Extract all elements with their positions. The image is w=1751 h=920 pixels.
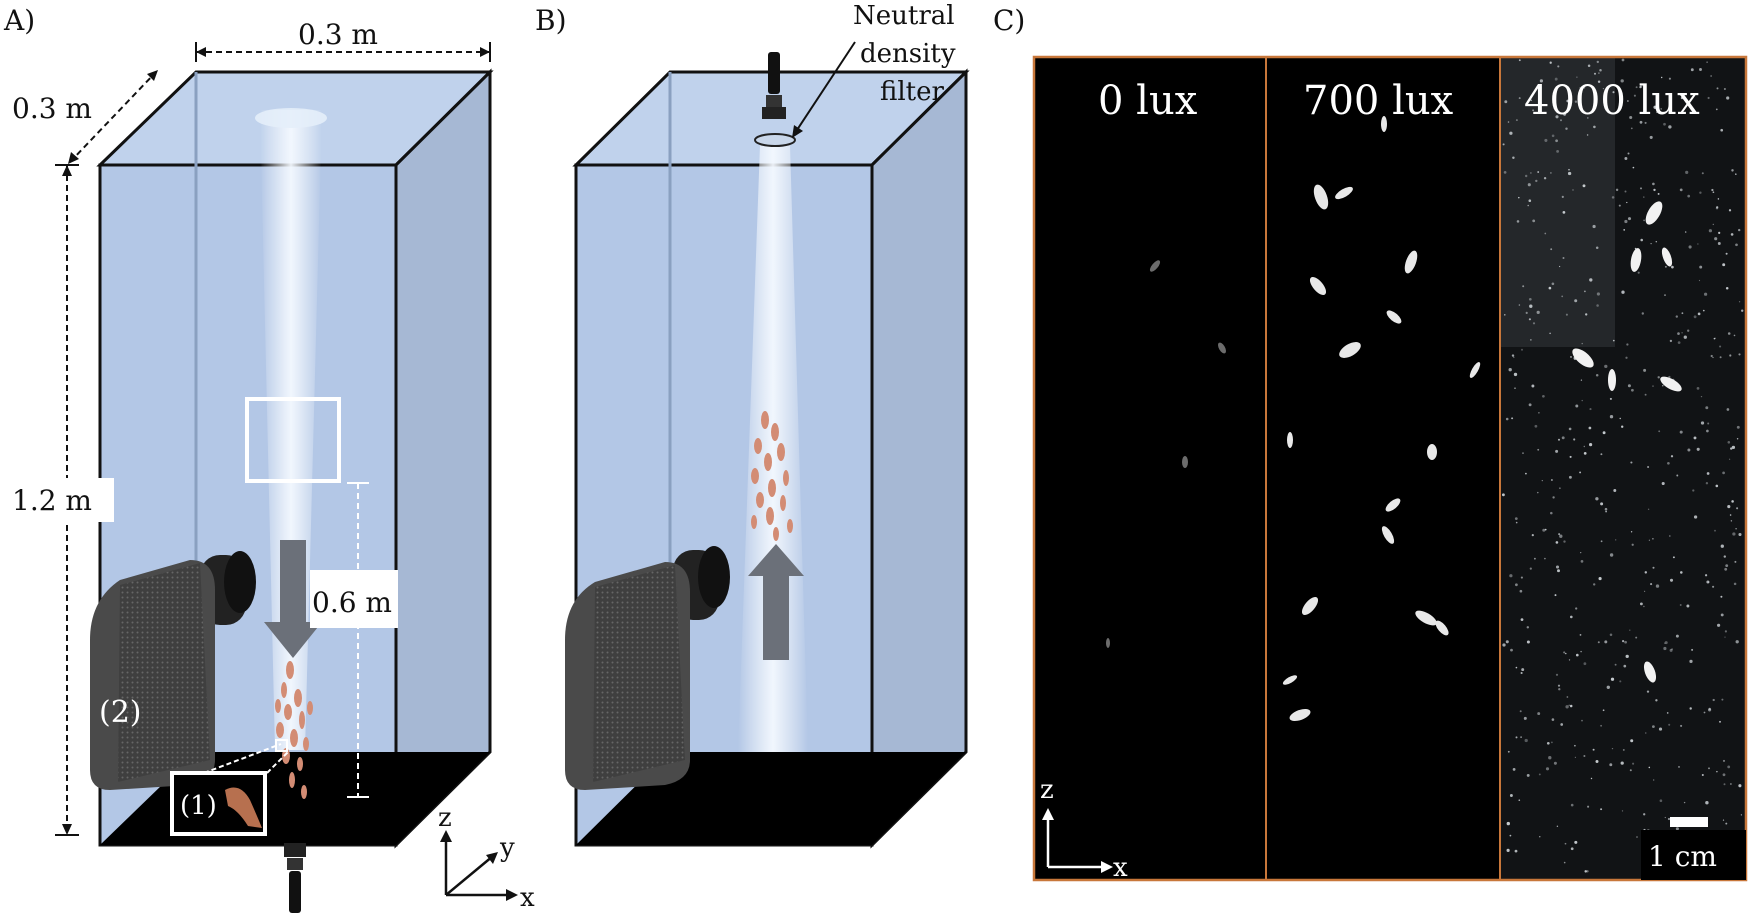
- distance-label: 0.6 m: [312, 586, 392, 619]
- krill-dim-0-lux: [1106, 260, 1226, 648]
- panel-c-border: [1032, 55, 1748, 882]
- inset-source-box: [275, 739, 288, 752]
- up-arrow-b: [748, 544, 804, 660]
- camera-label: (2): [99, 695, 142, 730]
- observation-window-a: [245, 397, 341, 483]
- scale-bar: [1670, 817, 1708, 827]
- filter-label-line-2: density: [860, 39, 956, 69]
- filter-pointer-arrow: [792, 125, 803, 138]
- panel-a-label: A): [3, 4, 35, 37]
- axis-y-arrow: [486, 852, 498, 864]
- tank-b-side: [870, 68, 968, 849]
- dim-width-arrow-l: [196, 47, 206, 57]
- dim-depth-arrow-r: [147, 70, 158, 81]
- condition-label-700-lux: 700 lux: [1303, 78, 1454, 124]
- panel-b: B) Neutral density filter: [535, 1, 970, 849]
- down-arrow-a: [264, 540, 322, 658]
- flashlight-top-b: [762, 52, 786, 119]
- krill-swarm-b: [751, 411, 793, 541]
- scale-bar-bg: [1641, 830, 1746, 880]
- neutral-density-filter: [754, 133, 796, 147]
- krill-bright-4000-lux: [1572, 201, 1682, 683]
- axis-c-x-arrow: [1101, 861, 1113, 873]
- krill-bright-700-lux: [1282, 116, 1481, 722]
- width-label: 0.3 m: [298, 18, 378, 51]
- light-beam-b: [738, 145, 808, 752]
- krill-inset-image: [225, 787, 262, 828]
- krill-swarm-a: [275, 661, 313, 799]
- inset-leader-1: [203, 743, 282, 774]
- panel-a: A) 0.6 m: [3, 4, 494, 913]
- panel-b-label: B): [535, 4, 567, 37]
- height-label: 1.2 m: [12, 484, 92, 517]
- panel-c: C): [993, 4, 1748, 883]
- light-beam-a: [260, 110, 322, 750]
- flashlight-bottom-a: [284, 843, 306, 913]
- camera-a: (2): [90, 551, 256, 790]
- panel-c-label: C): [993, 4, 1025, 37]
- filter-label-line-3: filter: [880, 77, 944, 107]
- condition-label-4000-lux: 4000 lux: [1524, 78, 1700, 124]
- image-panel-700-lux: [1266, 57, 1500, 880]
- axis-x-arrow: [506, 889, 518, 901]
- axis-z-label: z: [438, 803, 452, 833]
- distance-label-bg: [310, 570, 398, 628]
- axes-3d: [440, 830, 518, 901]
- height-label-bg: [10, 478, 114, 522]
- axis-c-z-label: z: [1040, 775, 1054, 805]
- axis-c-z-arrow: [1042, 808, 1054, 820]
- image-panel-0-lux: [1034, 57, 1266, 880]
- light-source-glow-a: [255, 108, 327, 128]
- dim-depth: [69, 71, 157, 163]
- axis-x-label: x: [520, 883, 535, 913]
- tank-a-side: [394, 68, 492, 849]
- particle-speckle: [1501, 58, 1744, 877]
- filter-label-line-1: Neutral: [853, 1, 955, 31]
- axis-y-line: [445, 855, 494, 896]
- inset-leader-2: [266, 751, 289, 774]
- inset-label: (1): [180, 791, 217, 821]
- filter-pointer-line: [794, 41, 856, 134]
- axis-c-x-label: x: [1113, 853, 1128, 883]
- scale-bar-label: 1 cm: [1648, 840, 1717, 873]
- camera-b: [565, 546, 730, 790]
- condition-label-0-lux: 0 lux: [1098, 78, 1198, 124]
- dim-height-arrow-b: [62, 824, 72, 835]
- dim-width-arrow-r: [480, 47, 490, 57]
- axis-z-arrow: [440, 830, 452, 842]
- image-panel-4000-lux-haze: [1500, 57, 1615, 347]
- axis-y-label: y: [499, 833, 515, 863]
- depth-label: 0.3 m: [12, 92, 92, 125]
- dim-height-arrow-t: [62, 165, 72, 176]
- dim-depth-arrow-l: [68, 152, 79, 164]
